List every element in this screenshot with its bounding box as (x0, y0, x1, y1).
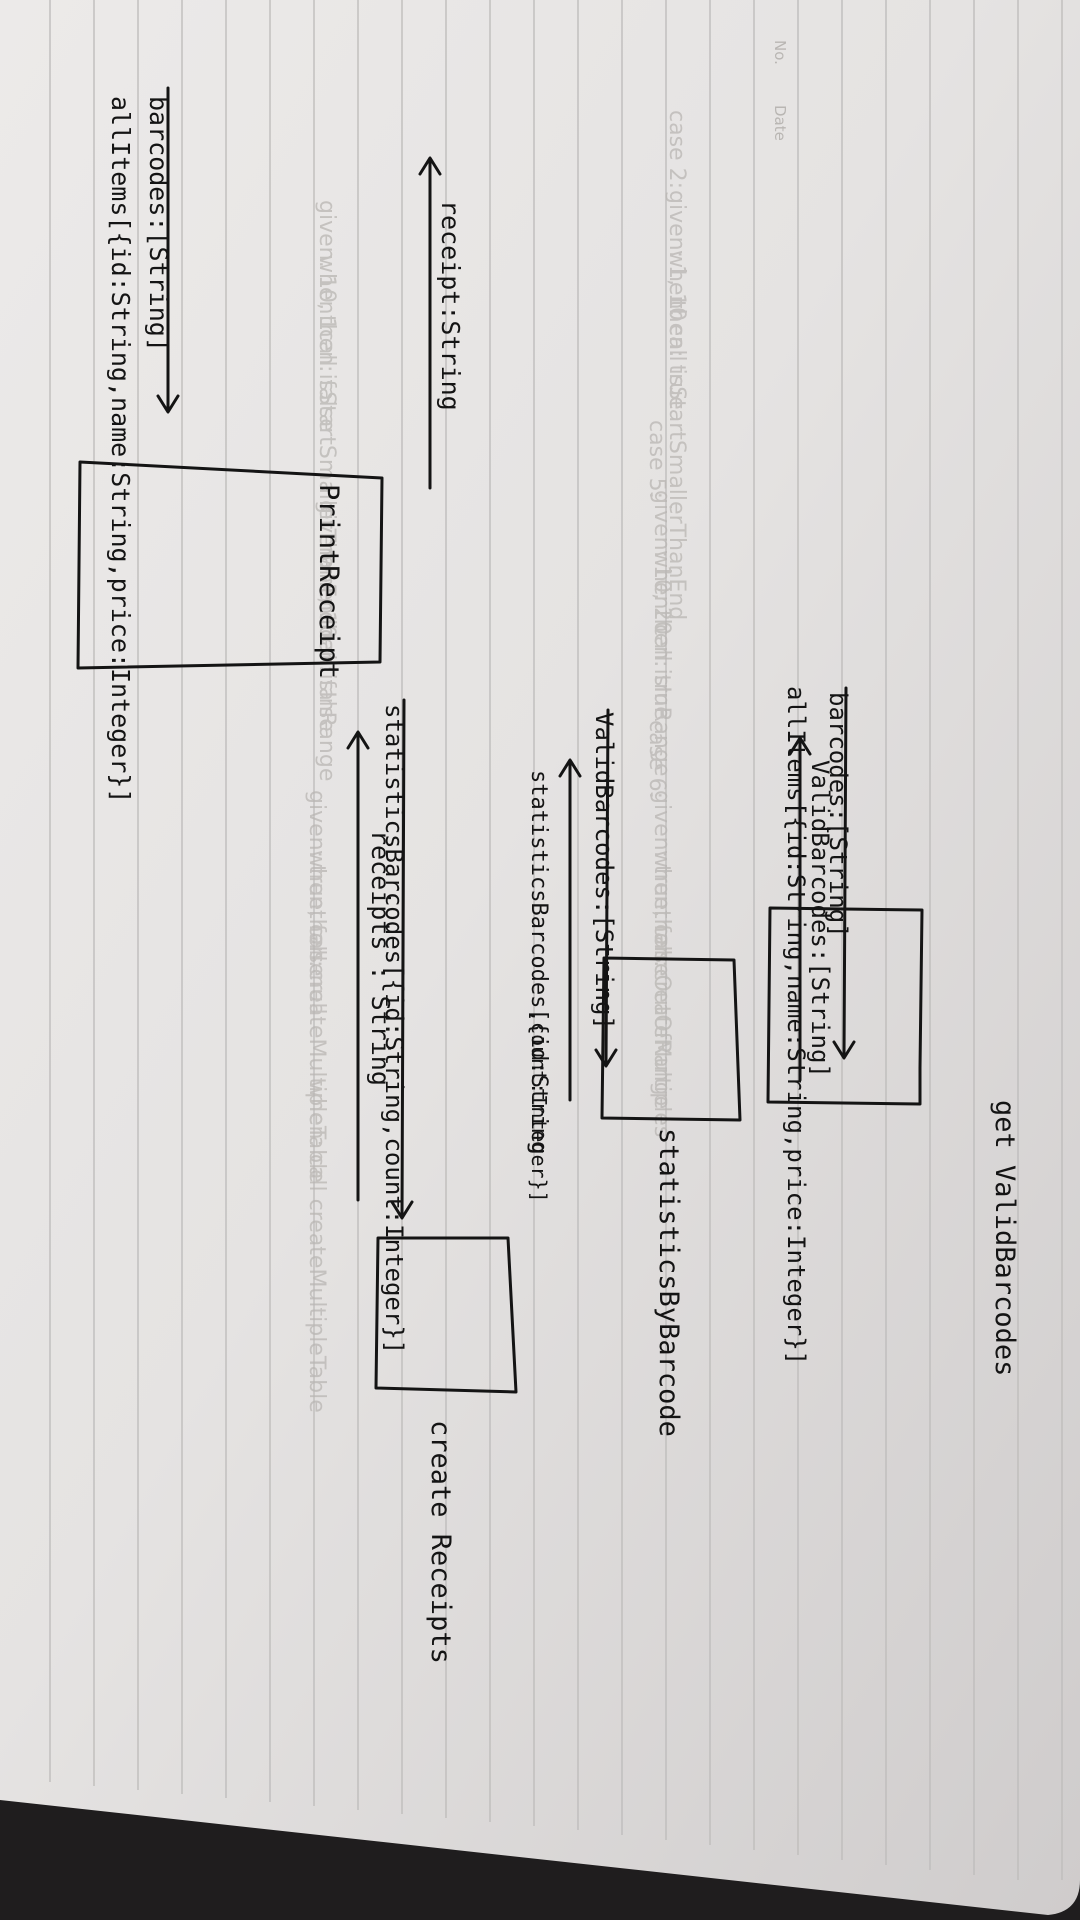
faint-note: given: 1, 10 (664, 190, 689, 321)
statistics-by-barcode-label: statisticsByBarcode (653, 1128, 684, 1437)
faint-note: then: null (304, 910, 329, 1015)
get-valid-barcodes-input-arrow (842, 686, 848, 1058)
faint-note: when: call isInRange (314, 555, 339, 781)
faint-note: when: call createMultiples (649, 850, 674, 1137)
faint-background-notes: case 2: given: 1, 10 when: call isStartS… (304, 110, 689, 1413)
faint-note: then: true (649, 610, 674, 720)
faint-note: given: true, false (304, 790, 329, 976)
arrow-head-icon (390, 1200, 414, 1220)
get-valid-barcodes-input-barcodes: barcodes:[String] (824, 692, 852, 938)
print-receipt-input-all-items: allItems[{id:String,name:String,price:In… (106, 96, 135, 803)
faint-note: then: OutOfRange (649, 910, 674, 1109)
faint-note: when: call isInRange (649, 550, 674, 776)
faint-note: given: 10, 1 (314, 200, 339, 331)
arrow-head-icon (832, 1040, 856, 1060)
print-receipt-box (76, 460, 384, 670)
print-receipt-label: PrintReceipt (313, 484, 344, 679)
faint-note: then: false (314, 615, 339, 732)
faint-note: when: call createMultipleTable (304, 850, 329, 1183)
statistics-by-barcode-input-arrow (604, 708, 610, 1066)
arrow-head-icon (594, 1048, 618, 1068)
faint-note: when: call createMultipleTable (304, 1080, 329, 1413)
create-receipts-label: create Receipts (425, 1420, 456, 1664)
statistics-by-barcode-output-count: ,count:Integer}] (527, 1010, 551, 1203)
faint-note: then: true (664, 300, 689, 410)
faint-note: given: 10, 20 (649, 490, 674, 635)
faint-note: when: call isStartSmallerThanEnd (314, 255, 339, 625)
faint-note: case 2: (664, 110, 689, 189)
header-date: Date (771, 105, 789, 141)
arrow-head-icon (156, 394, 180, 414)
faint-note: given: -1, 10 (314, 500, 339, 639)
faint-note: case 5: (644, 420, 669, 499)
print-receipt-block: allItems[{id:String,name:String,price:In… (76, 86, 465, 803)
get-valid-barcodes-box (766, 906, 924, 1106)
arrow-head-icon (418, 156, 442, 176)
faint-note: case 6: (644, 720, 669, 799)
statistics-by-barcode-block: ValidBarcodes:[String] statisticsBarcode… (526, 708, 742, 1437)
get-valid-barcodes-label: get ValidBarcodes (989, 1100, 1020, 1376)
header-no: No. (771, 40, 789, 65)
get-valid-barcodes-block: allItems[{id:String,name:String,price:In… (766, 686, 1020, 1376)
faint-note: when: call isStartSmallerThanEnd (664, 250, 689, 620)
get-valid-barcodes-input-all-items: allItems[{id:String,name:String,price:In… (782, 686, 810, 1365)
create-receipts-output: receipts : String (366, 830, 395, 1086)
faint-note: given: true, false (649, 790, 674, 976)
create-receipts-input-arrow (400, 698, 406, 1218)
print-receipt-output: receipt:String (436, 200, 465, 411)
arrow-head-icon (788, 736, 812, 756)
get-valid-barcodes-output: ValidBarcodes:[String] (806, 760, 834, 1078)
arrow-head-icon (346, 730, 370, 750)
statistics-by-barcode-output: statisticsBarcodes[{id:String (526, 770, 551, 1154)
create-receipts-box (374, 1236, 518, 1394)
statistics-by-barcode-box (600, 956, 742, 1122)
notebook-ruling (49, 0, 1063, 1880)
arrow-head-icon (558, 758, 582, 778)
faint-note: then: false (314, 315, 339, 432)
create-receipts-block: statisticsBarcodes[{id:String,count:Inte… (346, 698, 518, 1664)
